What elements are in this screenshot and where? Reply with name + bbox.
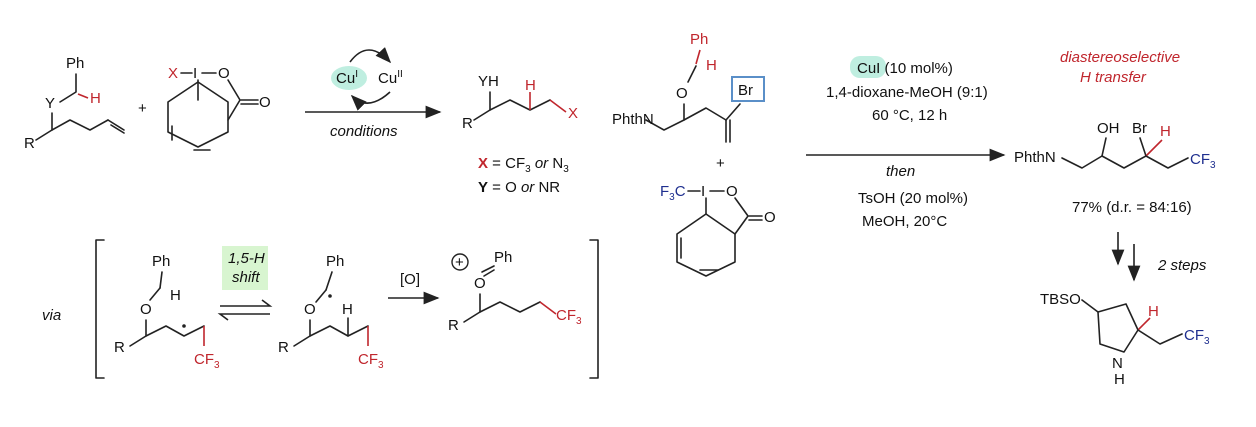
- oh-label: OH: [1097, 120, 1120, 137]
- ph-label: Ph: [690, 31, 708, 48]
- right-conditions: CuI (10 mol%) 1,4-dioxane-MeOH (9:1) 60 …: [806, 56, 1006, 230]
- product-left: YH H X R X = CF3 or N3 Y = O or NR: [462, 73, 578, 196]
- iodine-label: I: [701, 183, 705, 200]
- phthn-label: PhthN: [1014, 149, 1056, 166]
- via-label: via: [42, 307, 61, 324]
- mechanism: via Ph H O R CF3 1,5-H shift Ph: [42, 239, 599, 379]
- h-label: H: [706, 57, 717, 74]
- carbonyl-oxygen-label: O: [764, 209, 776, 226]
- oxygen-label: O: [676, 85, 688, 102]
- oxidant-label: [O]: [400, 271, 420, 288]
- ph-label: Ph: [494, 249, 512, 266]
- catalyst-cycle: CuI CuII conditions: [305, 47, 442, 140]
- product-right: diastereoselective H transfer PhthN OH B…: [1014, 49, 1216, 282]
- r-label: R: [114, 339, 125, 356]
- h-label: H: [170, 287, 181, 304]
- plus-sign-1: +: [138, 100, 147, 117]
- cf3-label: CF3: [358, 351, 384, 371]
- conditions-label: conditions: [330, 123, 398, 140]
- label-h-transfer: H transfer: [1080, 69, 1147, 86]
- reagent-right: F3C I O O: [660, 183, 776, 277]
- h-label: H: [525, 77, 536, 94]
- cf3-label: CF3: [194, 351, 220, 371]
- steps-label: 2 steps: [1157, 257, 1207, 274]
- cond-cat: CuI (10 mol%): [857, 60, 953, 77]
- y-label: Y: [45, 95, 55, 112]
- h-label: H: [1148, 303, 1159, 320]
- cond-solvent: 1,4-dioxane-MeOH (9:1): [826, 84, 988, 101]
- r-label: R: [462, 115, 473, 132]
- cond-acid: TsOH (20 mol%): [858, 190, 968, 207]
- carbonyl-oxygen-label: O: [259, 94, 271, 111]
- x-definition: X = CF3 or N3: [478, 155, 569, 175]
- cond-then: then: [886, 163, 915, 180]
- intermediate-3: + Ph O R CF3: [448, 249, 582, 334]
- nh-label: H: [1114, 371, 1125, 388]
- r-label: R: [448, 317, 459, 334]
- br-highlight-box: [731, 76, 765, 102]
- cf3-label: CF3: [556, 307, 582, 327]
- oxygen-label: O: [304, 301, 316, 318]
- plus-sign-2: +: [716, 155, 725, 172]
- reagent-left: X I O O: [167, 65, 271, 151]
- intermediate-1: Ph H O R CF3: [114, 253, 220, 371]
- ph-label: Ph: [152, 253, 170, 270]
- oxygen-label: O: [140, 301, 152, 318]
- h-label: H: [342, 301, 353, 318]
- pyrrolidine-product: TBSO H CF3 N H: [1040, 291, 1210, 388]
- h-label: H: [1160, 123, 1171, 140]
- oxygen-label: O: [726, 183, 738, 200]
- plus-charge: +: [455, 254, 464, 271]
- shift-label-1: 1,5-H: [228, 250, 265, 267]
- oxygen-label: O: [474, 275, 486, 292]
- br-label: Br: [738, 82, 753, 99]
- cui-highlight: [850, 56, 886, 78]
- ph-label: Ph: [326, 253, 344, 270]
- cf3-label: CF3: [1184, 327, 1210, 347]
- cond-temp: 60 °C, 12 h: [872, 107, 947, 124]
- f3c-label: F3C: [660, 183, 686, 203]
- cu2-label: CuII: [378, 69, 403, 87]
- n-label: N: [1112, 355, 1123, 372]
- h-label: H: [90, 90, 101, 107]
- cu1-highlight: [331, 66, 367, 90]
- yield-label: 77% (d.r. = 84:16): [1072, 199, 1192, 216]
- r-label: R: [24, 135, 35, 152]
- intermediate-2: Ph O R H CF3: [278, 253, 384, 371]
- iodine-label: I: [193, 65, 197, 82]
- x-label: X: [168, 65, 178, 82]
- cu1-label: CuI: [336, 69, 358, 87]
- x-label: X: [568, 105, 578, 122]
- r-label: R: [278, 339, 289, 356]
- br-label: Br: [1132, 120, 1147, 137]
- y-definition: Y = O or NR: [478, 179, 560, 196]
- substrate-left: Ph H Y R: [24, 55, 125, 152]
- substrate-right: Ph H O PhthN Br: [612, 31, 765, 143]
- ph-label: Ph: [66, 55, 84, 72]
- yh-label: YH: [478, 73, 499, 90]
- phthn-label: PhthN: [612, 111, 654, 128]
- label-diastereoselective: diastereoselective: [1060, 49, 1180, 66]
- cond-acid2: MeOH, 20°C: [862, 213, 947, 230]
- tbso-label: TBSO: [1040, 291, 1081, 308]
- shift-box: [222, 246, 268, 290]
- shift-label-2: shift: [232, 269, 260, 286]
- cf3-label: CF3: [1190, 151, 1216, 171]
- oxygen-label: O: [218, 65, 230, 82]
